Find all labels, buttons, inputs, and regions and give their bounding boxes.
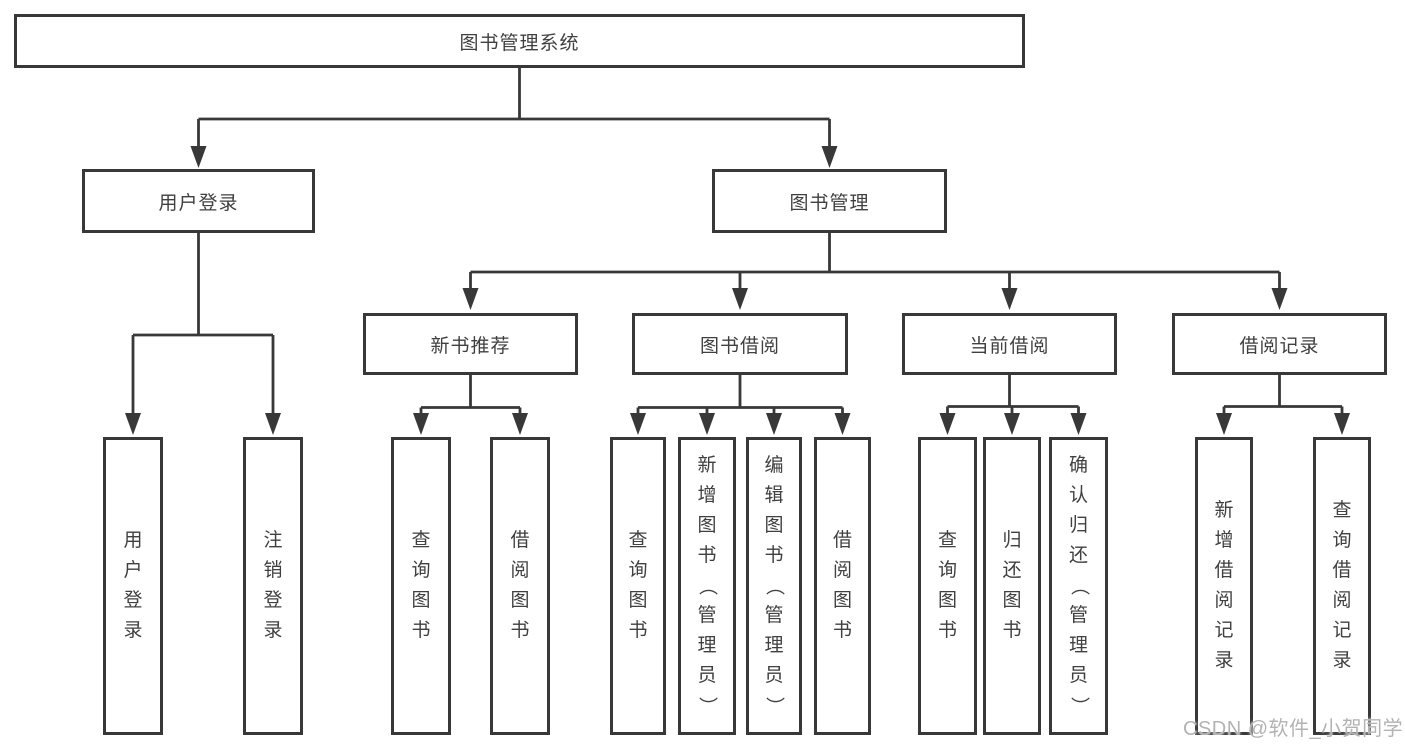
leaf-edit-books-admin: 编辑图书（管理员） — [746, 437, 802, 735]
leaf-borrow-books: 借阅图书 — [814, 437, 871, 735]
connector-line — [946, 375, 1080, 418]
arrowhead-icon — [125, 413, 281, 435]
connector-line — [197, 68, 831, 150]
connector-book-mgmt-to-level3 — [462, 233, 1288, 310]
connector-line — [636, 375, 844, 418]
node-label: 查询图书 — [628, 530, 648, 641]
connector-user-login-to-leaves — [125, 233, 281, 435]
node-book-borrowing: 图书借阅 — [632, 313, 848, 375]
leaf-add-books-admin: 新增图书（管理员） — [678, 437, 736, 735]
arrowhead-icon — [630, 413, 851, 435]
leaf-user-login: 用户登录 — [103, 437, 163, 735]
node-label: 用户登录 — [123, 530, 143, 641]
node-label: 新增图书（管理员） — [696, 455, 718, 716]
node-label: 确认归还（管理员） — [1068, 455, 1090, 716]
connector-line — [1222, 375, 1344, 418]
arrowhead-icon — [1216, 413, 1350, 435]
node-label: 借阅图书 — [832, 530, 852, 641]
leaf-logout: 注销登录 — [243, 437, 303, 735]
node-label: 查询图书 — [937, 530, 957, 641]
leaf-return-books: 归还图书 — [983, 437, 1041, 735]
connector-book-borrow-to-leaves — [630, 375, 851, 435]
connector-line — [131, 233, 275, 418]
leaf-borrow-books-recommend: 借阅图书 — [490, 437, 550, 735]
node-label: 图书管理系统 — [459, 32, 580, 54]
node-label: 用户登录 — [158, 192, 239, 214]
node-label: 图书借阅 — [699, 335, 780, 357]
node-label: 归还图书 — [1002, 530, 1022, 641]
node-borrowing-records: 借阅记录 — [1172, 313, 1387, 375]
leaf-query-books-borrowing: 查询图书 — [610, 437, 666, 735]
leaf-query-books-current: 查询图书 — [918, 437, 977, 735]
node-label: 新增借阅记录 — [1214, 500, 1234, 671]
arrowhead-icon — [413, 413, 528, 435]
connector-current-borrow-to-leaves — [939, 375, 1087, 435]
node-label: 借阅图书 — [510, 530, 530, 641]
arrowhead-icon — [190, 146, 838, 168]
node-label: 新书推荐 — [430, 335, 511, 357]
connector-line — [419, 375, 522, 418]
leaf-query-borrow-record: 查询借阅记录 — [1313, 437, 1371, 735]
connector-root-to-level2 — [190, 68, 838, 168]
csdn-watermark: CSDN @软件_小贺同学 — [1183, 718, 1404, 740]
node-new-book-recommendation: 新书推荐 — [363, 313, 578, 375]
connector-line — [469, 233, 1281, 292]
node-user-login: 用户登录 — [82, 169, 315, 233]
connector-new-book-to-leaves — [413, 375, 528, 435]
leaf-confirm-return-admin: 确认归还（管理员） — [1049, 437, 1108, 735]
leaf-add-borrow-record: 新增借阅记录 — [1195, 437, 1253, 735]
node-current-borrowing: 当前借阅 — [902, 313, 1117, 375]
node-label: 查询借阅记录 — [1332, 500, 1352, 671]
node-label: 图书管理 — [789, 192, 870, 214]
node-book-management: 图书管理 — [712, 169, 947, 233]
connector-borrow-records-to-leaves — [1216, 375, 1350, 435]
arrowhead-icon — [462, 288, 1288, 310]
leaf-query-books-recommend: 查询图书 — [391, 437, 451, 735]
node-label: 编辑图书（管理员） — [763, 455, 785, 716]
node-label: 注销登录 — [263, 530, 283, 641]
node-label: 借阅记录 — [1239, 335, 1320, 357]
node-label: 当前借阅 — [969, 335, 1050, 357]
node-root-library-system: 图书管理系统 — [14, 14, 1025, 68]
arrowhead-icon — [939, 413, 1087, 435]
node-label: 查询图书 — [411, 530, 431, 641]
